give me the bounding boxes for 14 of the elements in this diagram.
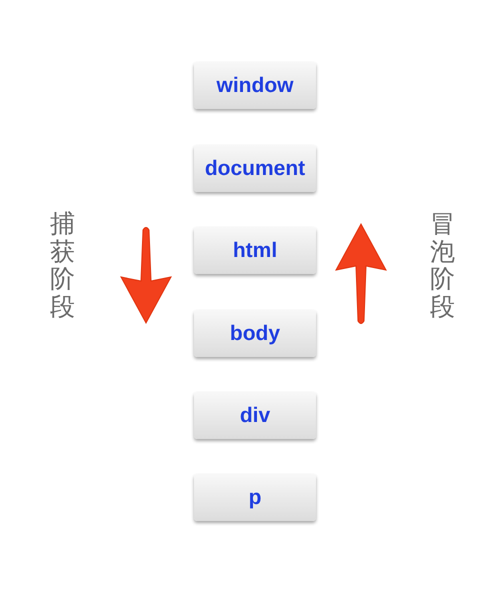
element-name: html <box>232 238 278 262</box>
phase-label: 冒泡阶段 <box>430 210 455 320</box>
element-name: div <box>240 404 270 428</box>
element-box <box>194 392 316 439</box>
phase-label: 捕获阶段 <box>50 210 75 320</box>
element-name: document <box>204 156 306 180</box>
element-box <box>194 145 316 192</box>
element-name: window <box>216 74 294 98</box>
element-box <box>194 227 316 274</box>
element-name: body <box>230 322 280 346</box>
element-box <box>194 474 316 521</box>
element-box <box>194 310 316 357</box>
element-name: p <box>248 486 262 510</box>
element-box <box>194 62 316 109</box>
